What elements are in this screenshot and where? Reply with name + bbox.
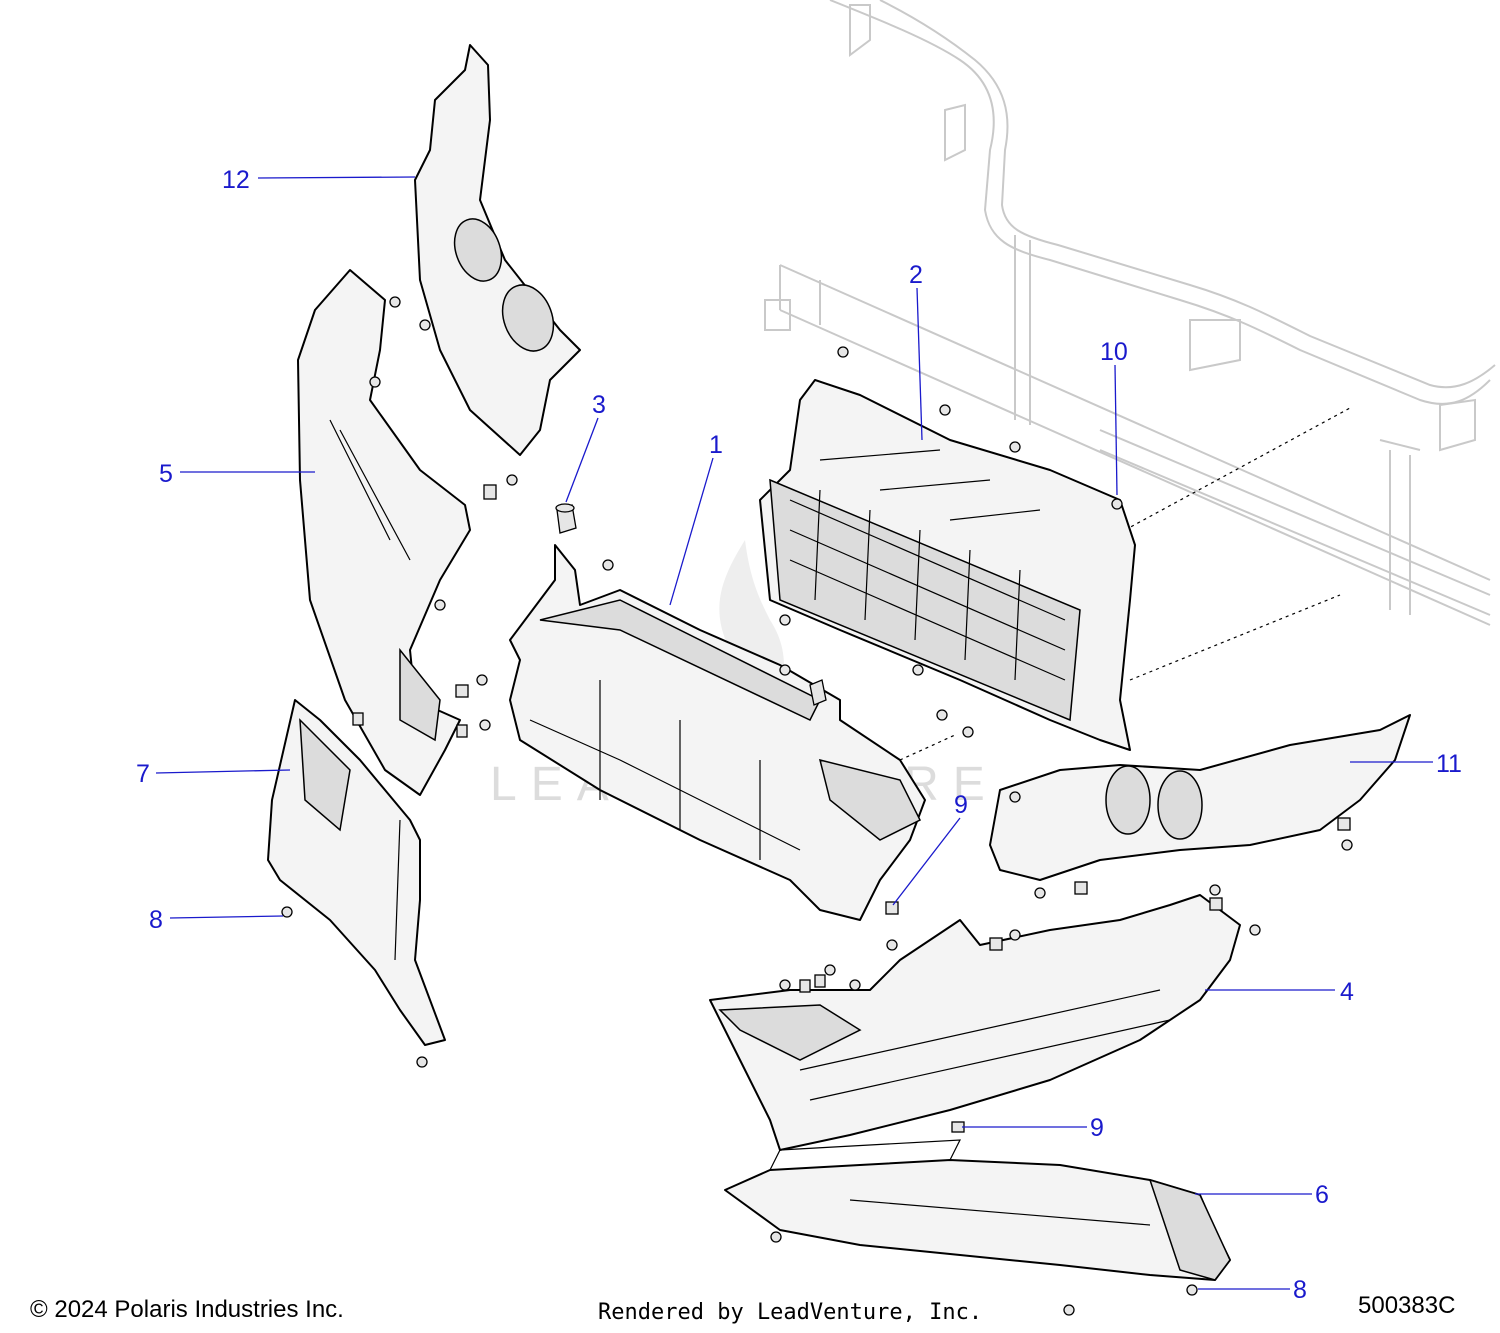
- part-1-radiator-shroud: [509, 544, 926, 921]
- fastener: [1209, 897, 1223, 911]
- frame-vertical-right: [1379, 439, 1421, 615]
- alignment-lines: [899, 407, 1351, 761]
- callout-8-left: 8: [149, 906, 163, 934]
- frame-main-crossbar: [779, 264, 1491, 626]
- fastener: [814, 974, 826, 988]
- leader-9a: [892, 817, 961, 906]
- fastener: [962, 726, 974, 738]
- leader-3: [565, 417, 599, 503]
- leader-1: [669, 457, 714, 606]
- fastener: [1249, 924, 1261, 936]
- fastener: [779, 614, 791, 626]
- fastener: [779, 664, 791, 676]
- fastener: [939, 404, 951, 416]
- fastener: [281, 906, 293, 918]
- fastener: [770, 1231, 782, 1243]
- fastener: [602, 559, 614, 571]
- copyright-notice: © 2024 Polaris Industries Inc.: [30, 1296, 344, 1323]
- fastener: [479, 719, 491, 731]
- callout-3: 3: [592, 391, 606, 419]
- frame-upper-rail: [829, 0, 1491, 405]
- fastener: [1063, 1304, 1075, 1316]
- diagram-id: 500383C: [1358, 1292, 1456, 1319]
- fastener: [369, 376, 381, 388]
- fastener: [434, 599, 446, 611]
- fastener: [1009, 791, 1021, 803]
- callout-6: 6: [1315, 1181, 1329, 1209]
- alignment-line-part1: [899, 734, 956, 761]
- part-4-front-bumper: [709, 894, 1241, 1151]
- chassis-frame: [764, 0, 1496, 626]
- callout-11: 11: [1436, 750, 1462, 778]
- rendered-by-credit: Rendered by LeadVenture, Inc.: [598, 1300, 983, 1325]
- callout-labels: 12 5 7 8 3 1 2 10 11 9 4 9 6 8: [136, 166, 1462, 1304]
- part-11-headlight-bezel-right: [989, 714, 1411, 881]
- callout-9-upper: 9: [954, 791, 968, 819]
- fastener: [389, 296, 401, 308]
- fastener: [1111, 498, 1123, 510]
- fastener: [419, 319, 431, 331]
- fastener: [455, 684, 469, 698]
- leader-8a: [169, 915, 284, 919]
- fasteners: [281, 296, 1353, 1316]
- fastener: [456, 724, 468, 738]
- fastener: [886, 939, 898, 951]
- part-12-headlight-bezel-left: [414, 44, 581, 456]
- fastener: [849, 979, 861, 991]
- fastener: [1337, 817, 1351, 831]
- callout-4: 4: [1340, 978, 1354, 1006]
- callout-leaders: [155, 176, 1433, 1290]
- callout-10: 10: [1100, 338, 1128, 366]
- fastener: [936, 709, 948, 721]
- callout-12: 12: [222, 166, 250, 194]
- fastener: [1074, 881, 1088, 895]
- fastener: [1209, 884, 1221, 896]
- part-6-skid-plate: [724, 1139, 1231, 1281]
- fastener: [1009, 441, 1021, 453]
- part-3-bumper-stop: [555, 503, 577, 534]
- part-7-lower-side-panel-left: [267, 699, 446, 1046]
- fastener: [1034, 887, 1046, 899]
- fastener: [837, 346, 849, 358]
- fastener: [416, 1056, 428, 1068]
- fastener: [885, 901, 899, 915]
- fastener: [779, 979, 791, 991]
- callout-1: 1: [709, 431, 723, 459]
- fastener: [483, 484, 497, 500]
- fastener: [1009, 929, 1021, 941]
- frame-vertical-left: [1014, 235, 1031, 425]
- fastener: [1186, 1284, 1198, 1296]
- alignment-line-upper: [1124, 407, 1351, 531]
- fastener: [824, 964, 836, 976]
- fastener: [912, 664, 924, 676]
- part-5-side-panel-left: [297, 269, 471, 796]
- frame-bracket-left: [764, 4, 966, 331]
- fastener: [476, 674, 488, 686]
- fastener: [1341, 839, 1353, 851]
- callout-9-lower: 9: [1090, 1114, 1104, 1142]
- leader-10: [1114, 364, 1118, 496]
- frame-bracket-right: [1189, 319, 1476, 452]
- callout-8-right: 8: [1293, 1276, 1307, 1304]
- part-2-front-grille: [759, 379, 1136, 751]
- frame-upper-rail-inner: [879, 0, 1496, 389]
- leader-7: [155, 769, 291, 774]
- callout-2: 2: [909, 261, 923, 289]
- callout-7: 7: [136, 760, 150, 788]
- leader-12: [257, 176, 416, 179]
- fastener: [799, 979, 811, 993]
- fastener: [506, 474, 518, 486]
- alignment-line-lower: [1129, 594, 1341, 681]
- callout-5: 5: [159, 460, 173, 488]
- frame-lower-rail: [1099, 429, 1491, 616]
- fastener: [352, 712, 364, 726]
- leader-2: [916, 287, 923, 441]
- fastener: [989, 937, 1003, 951]
- fastener: [809, 679, 827, 706]
